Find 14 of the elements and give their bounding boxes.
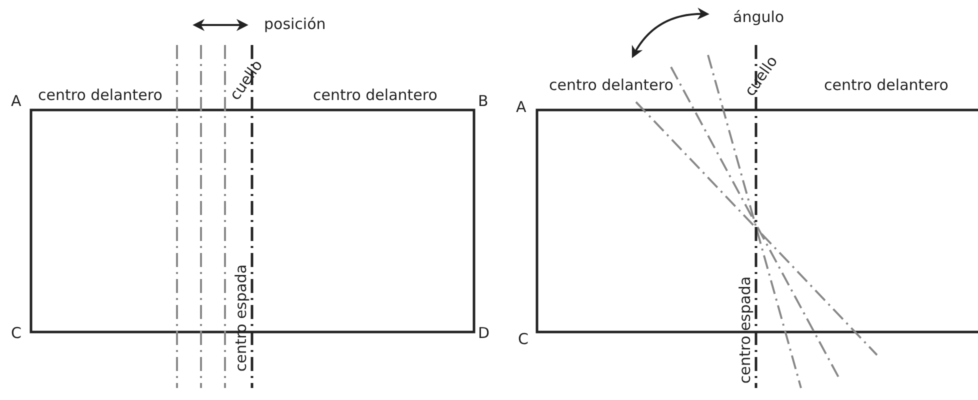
corner-letter: B: [478, 92, 488, 110]
dimension-label: posición: [264, 15, 326, 33]
side-label: centro delantero: [549, 76, 674, 94]
side-label: centro delantero: [38, 86, 162, 104]
side-label: centro delantero: [824, 76, 948, 94]
corner-letter: C: [518, 330, 528, 348]
corner-letter: C: [11, 324, 22, 342]
corner-letter: A: [516, 98, 526, 116]
line-label: centro espada: [736, 276, 754, 384]
line-label: centro espada: [232, 264, 250, 372]
side-label: centro delantero: [313, 86, 438, 104]
corner-letter: D: [478, 324, 490, 342]
dimension-label: ángulo: [733, 8, 784, 26]
corner-letter: A: [11, 92, 22, 110]
